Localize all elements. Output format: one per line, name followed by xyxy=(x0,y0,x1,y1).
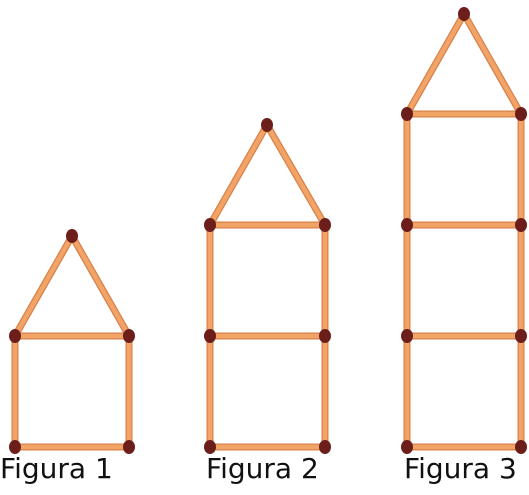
figure-2-caption: Figura 2 xyxy=(206,451,319,487)
figure-2-match-head xyxy=(319,440,331,454)
figure-3-match-head xyxy=(401,218,413,232)
figure-3-apex-match-head xyxy=(458,7,470,21)
figure-2-apex-match-head xyxy=(261,118,273,132)
figure-1-match-head xyxy=(123,329,135,343)
figure-2-match-head xyxy=(204,218,216,232)
figure-3-match-head xyxy=(515,440,527,454)
figure-1-caption: Figura 1 xyxy=(0,451,113,487)
figure-3-caption: Figura 3 xyxy=(404,451,517,487)
figure-3-match-head xyxy=(401,329,413,343)
figure-3-match-head xyxy=(401,107,413,121)
figure-2-match-head xyxy=(319,218,331,232)
figure-3-match-head xyxy=(515,329,527,343)
figure-1-roof-right-match xyxy=(72,236,129,336)
figure-3-roof-right-match xyxy=(464,14,521,114)
figure-2-roof-left-match xyxy=(210,125,267,225)
figure-1-roof-left-match xyxy=(15,236,72,336)
figure-1-match-head xyxy=(9,329,21,343)
figure-3-roof-left-match xyxy=(407,14,464,114)
figure-2-match-head xyxy=(319,329,331,343)
figure-3-match-head xyxy=(515,107,527,121)
figure-1-apex-match-head xyxy=(66,229,78,243)
figure-1-match-head xyxy=(123,440,135,454)
figure-2-roof-right-match xyxy=(267,125,325,225)
figure-3-match-head xyxy=(515,218,527,232)
figure-2-match-head xyxy=(204,329,216,343)
